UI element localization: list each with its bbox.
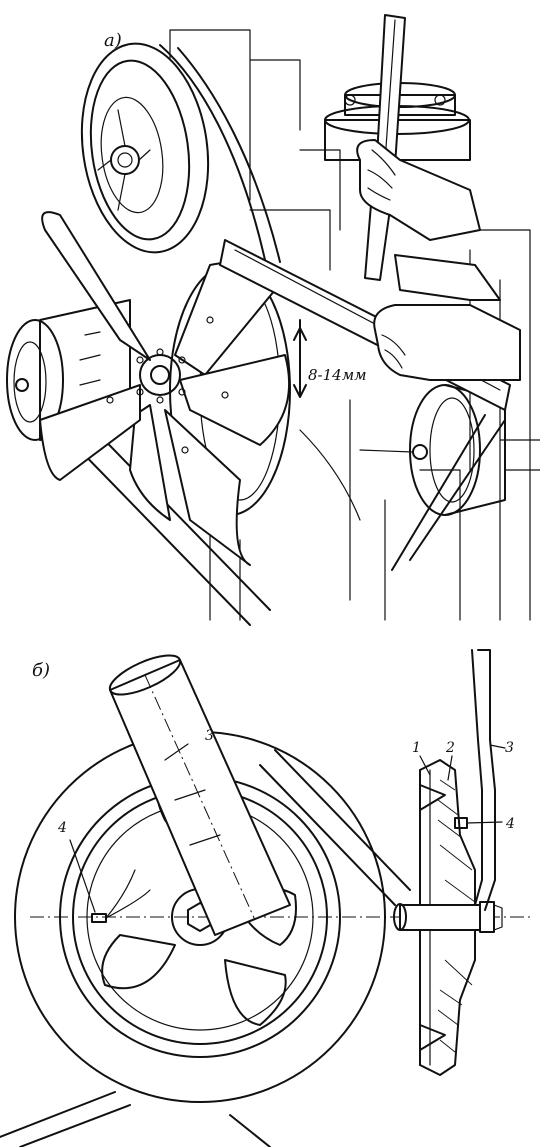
- tensioner-pulley: [359, 384, 506, 516]
- panel-a-label: а): [104, 30, 122, 51]
- callout-4-right: 4: [505, 816, 515, 832]
- section-hatching: [437, 779, 476, 1053]
- drive-belt: [69, 44, 506, 626]
- callout-4-left: 4: [57, 820, 67, 836]
- pulley-side-section: [393, 649, 503, 1076]
- deflection-value: 8-14мм: [308, 366, 367, 384]
- locking-pin: [69, 839, 151, 923]
- deflection-measurement: 8-14мм: [293, 319, 367, 398]
- callout-1: 1: [412, 740, 421, 756]
- lever-front-view: [108, 654, 291, 936]
- panel-b-label: б): [32, 660, 50, 681]
- panel-b: б): [0, 649, 530, 1147]
- callout-3-left: 3: [205, 728, 214, 744]
- crankshaft-pulley: [80, 42, 210, 254]
- panel-a: а): [6, 14, 540, 626]
- callout-2: 2: [445, 740, 455, 756]
- hands: [356, 139, 521, 381]
- callout-3-right: 3: [505, 740, 514, 756]
